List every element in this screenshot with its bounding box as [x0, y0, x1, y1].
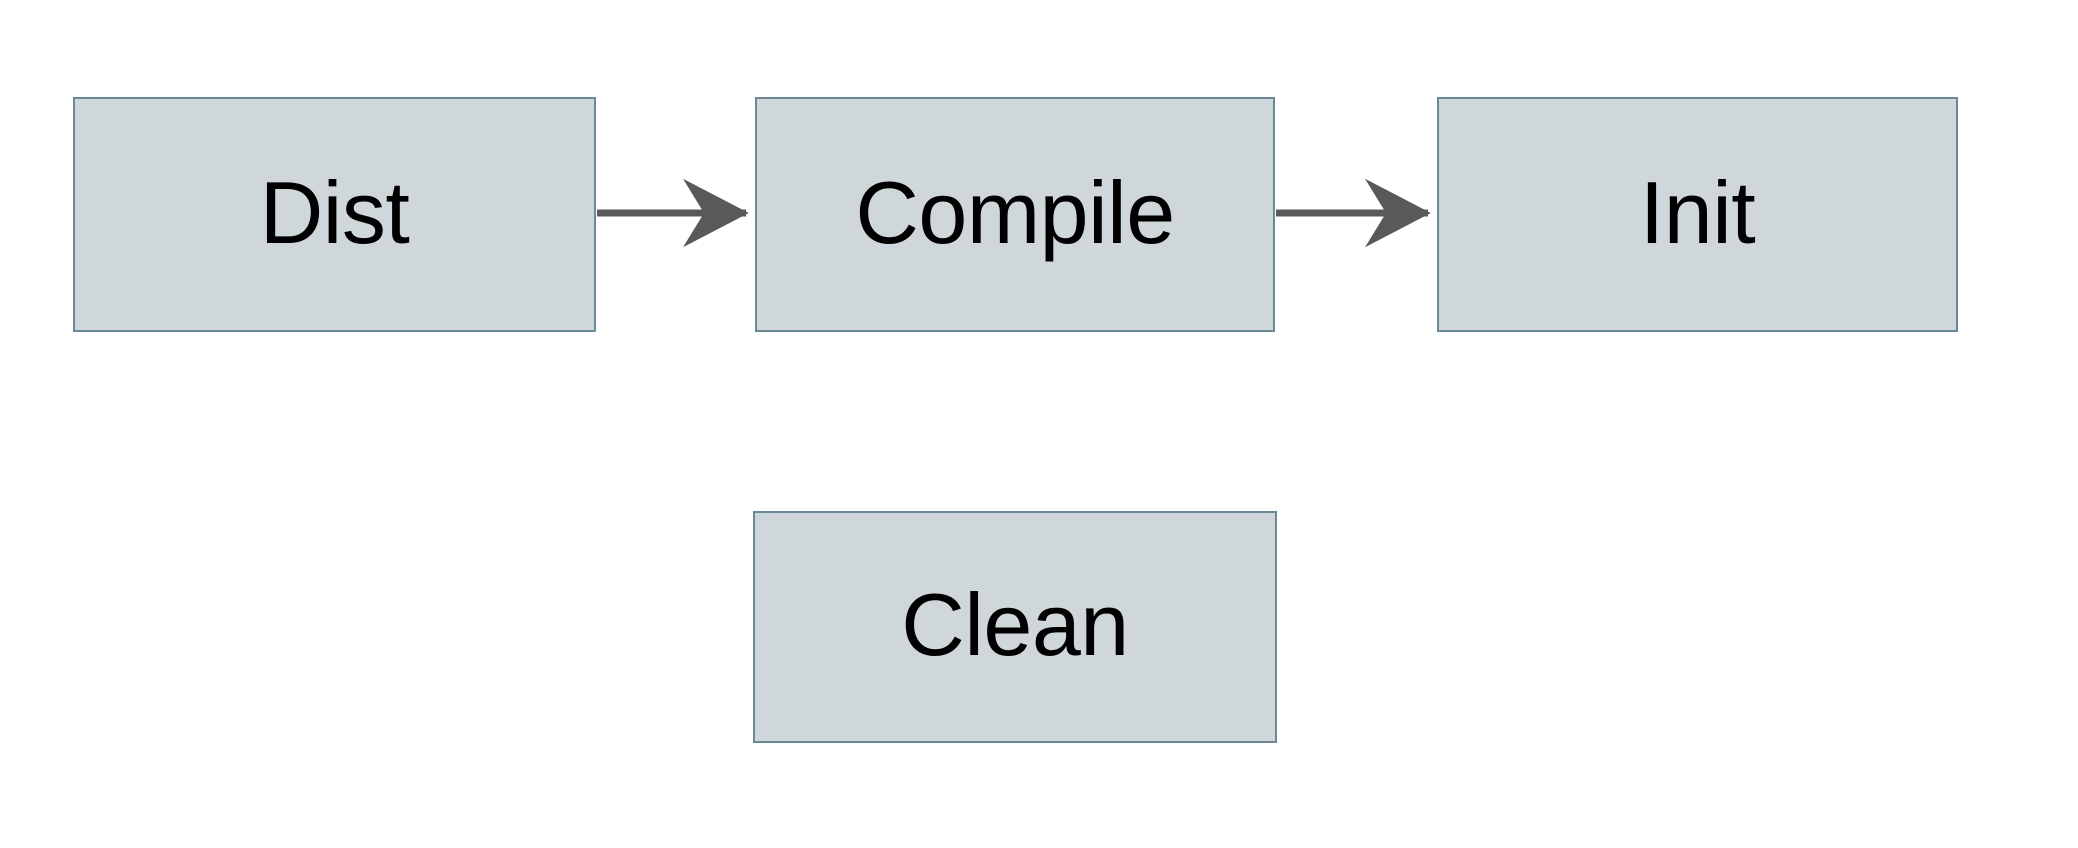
- edge-compile-to-init-hitbox[interactable]: [1276, 196, 1435, 230]
- node-dist[interactable]: Dist: [73, 97, 596, 332]
- node-compile-label: Compile: [855, 162, 1175, 262]
- node-init-label: Init: [1639, 162, 1756, 262]
- node-compile[interactable]: Compile: [755, 97, 1275, 332]
- node-clean[interactable]: Clean: [753, 511, 1277, 743]
- node-init[interactable]: Init: [1437, 97, 1958, 332]
- node-clean-label: Clean: [901, 575, 1129, 674]
- node-dist-label: Dist: [259, 162, 410, 262]
- edge-dist-to-compile-hitbox[interactable]: [597, 196, 753, 230]
